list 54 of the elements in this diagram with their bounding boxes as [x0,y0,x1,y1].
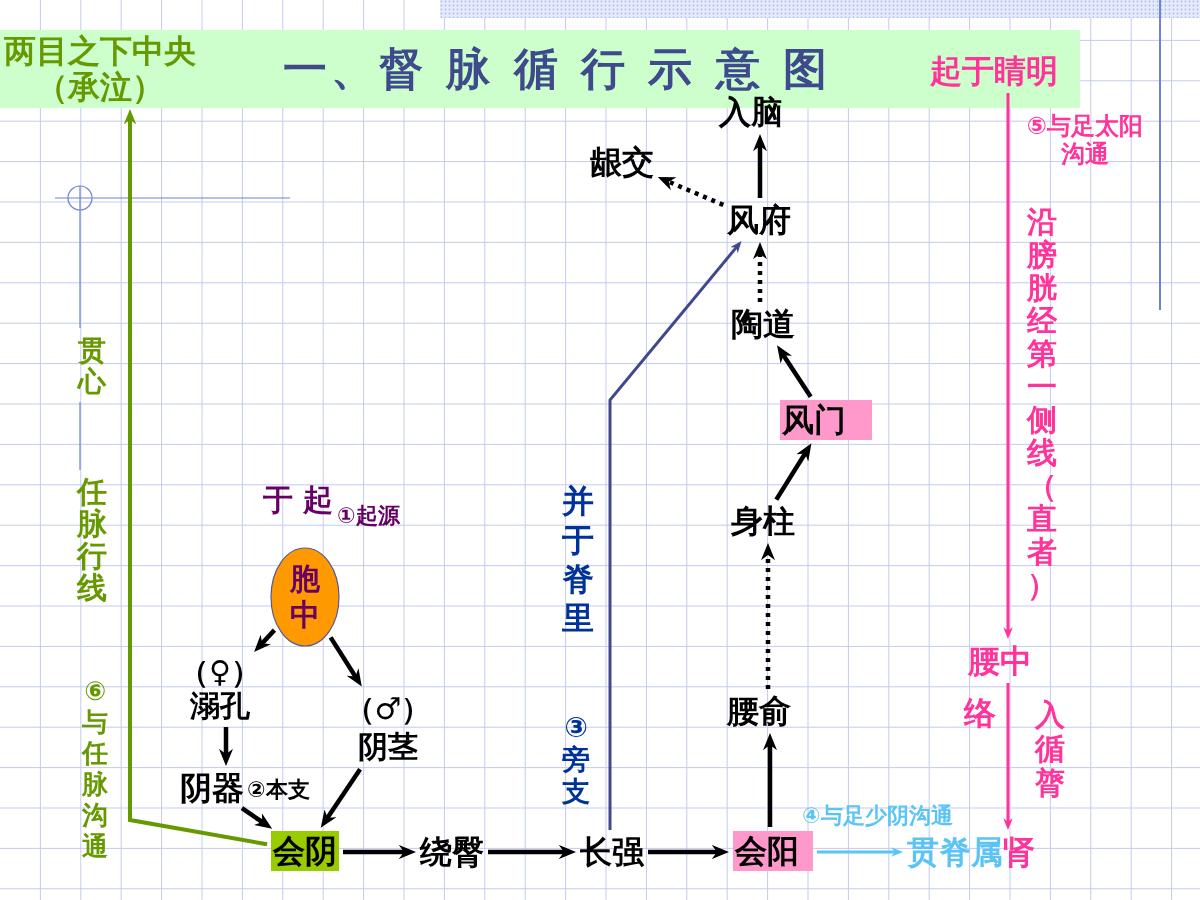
dotted-arrow [753,242,767,302]
node-label: 绕臀 [420,834,484,870]
arrow [254,628,277,652]
dotted-arrow [657,177,725,207]
node-label: 腰中 [968,643,1032,679]
arrow [648,845,730,859]
node-label: 阴器 [180,770,244,806]
ellipse-node: 胞中 [270,547,340,647]
arrow [1003,683,1013,830]
annotation: ⑤与足太阳沟通 [1025,112,1145,168]
highlighted-box: 会阳 [733,831,813,871]
arrow [123,109,268,847]
annotation: 于 起 [263,482,334,517]
node-label: （♂）阴茎 [344,690,432,766]
node-label: 贯脊属 [907,834,1003,870]
vertical-annotation: ⑥与任脉沟通 [80,676,109,862]
node-label: 起于睛明 [930,53,1058,89]
dotted-arrow [761,543,775,689]
arrow [328,636,362,687]
edge-label: ④与足少阴沟通 [802,803,953,829]
arrow [608,241,742,830]
annotation: ①起源 [337,503,400,528]
arrow [488,845,577,859]
vertical-annotation: 入循膂 [1033,698,1066,800]
node-label: 陶道 [731,306,795,342]
node-label: 腰俞 [727,693,791,729]
vertical-annotation: 沿膀胱经第一侧线（直者） [1025,205,1058,601]
node-label: 肾 [1003,834,1035,870]
node-label: 长强 [580,834,644,870]
arrow [763,733,777,827]
node-label: 风府 [727,202,791,238]
node-label: 身柱 [731,503,795,539]
arrow [817,847,903,857]
vertical-annotation: 并于脊里 [561,482,595,638]
arrow [774,443,812,501]
node-label: （♀）溺孔 [176,655,264,723]
arrow [1003,93,1013,639]
node-label: 龈交 [590,144,654,180]
arrow [753,134,767,198]
vertical-annotation: 任脉行线 [75,476,108,604]
node-label: 入脑 [719,94,783,130]
vertical-annotation: 贯心 [76,335,107,397]
node-label: 两目之下中央（承泣） [0,33,200,105]
arrow [777,345,813,398]
arrow [343,845,417,859]
highlighted-box: 会阴 [271,831,339,871]
arrow [219,727,233,767]
annotation: ②本支 [247,777,310,802]
title: 一、督 脉 循 行 示 意 图 [283,42,831,95]
annotation: 络 [964,695,996,732]
arrow [240,806,273,829]
vertical-annotation: ③旁支 [561,712,591,808]
highlighted-box: 风门 [780,400,872,440]
arrow [320,768,362,828]
